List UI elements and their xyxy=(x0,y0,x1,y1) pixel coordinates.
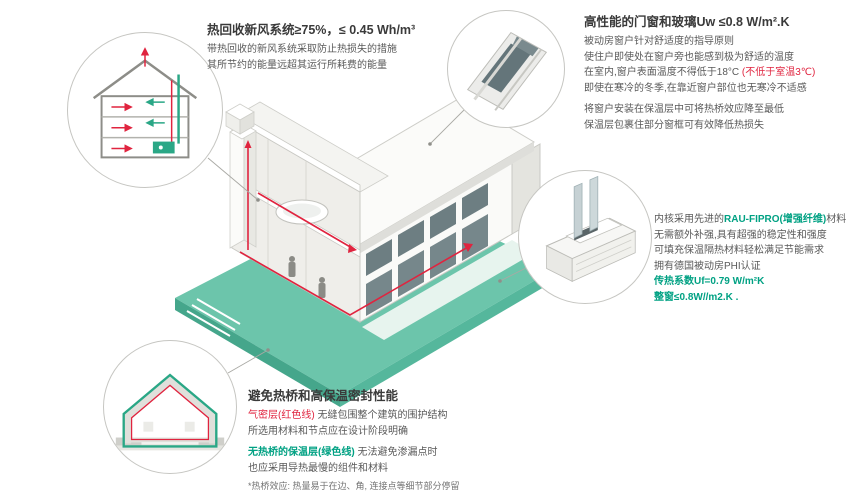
profile-panel-uf-value: 传热系数Uf=0.79 W/m²K xyxy=(654,276,765,287)
chimney-column xyxy=(225,103,257,249)
red-pipes xyxy=(239,140,473,316)
envelope-panel-line1: 气密层(红色线) 无缝包围整个建筑的围护结构 xyxy=(248,408,548,424)
profile-panel-line2: 无需额外补强,具有超强的稳定性和强度 xyxy=(654,229,827,241)
window-panel-line3: 在室内,窗户表面温度不得低于18°C (不低于室温3℃) xyxy=(584,65,860,81)
envelope-panel: 避免热桥和高保温密封性能 气密层(红色线) 无缝包围整个建筑的围护结构 所选用材… xyxy=(248,388,548,492)
window-panel-line5: 将窗户安装在保温层中可将热桥效应降至最低 xyxy=(584,104,784,116)
human-figures xyxy=(288,256,326,298)
insulated-envelope-cross-section-icon xyxy=(113,373,227,451)
hrv-panel: 热回收新风系统≥75%，≤ 0.45 Wh/m³ 带热回收的新风系统采取防止热损… xyxy=(207,22,465,73)
window-panel-line2: 使住户即使处在窗户旁也能感到极为舒适的温度 xyxy=(584,51,794,63)
envelope-panel-line3: 无热桥的保温层(绿色线) 无法避免渗漏点时 xyxy=(248,445,548,461)
envelope-panel-line3-text: 无法避免渗漏点时 xyxy=(354,447,438,459)
hrv-house-inset xyxy=(67,32,223,188)
window-corner-inset xyxy=(447,10,565,128)
envelope-panel-title: 避免热桥和高保温密封性能 xyxy=(248,389,399,403)
profile-panel-line1: 内核采用先进的RAU-FIPRO(增强纤维)材料 xyxy=(654,212,862,228)
envelope-panel-footnote: *热桥效应: 热量易于在边、角, 连接点等细节部分停留 xyxy=(248,481,460,492)
leader-lines xyxy=(207,109,527,374)
envelope-panel-line4: 也应采用导热最慢的组件和材料 xyxy=(248,462,388,474)
envelope-house-inset xyxy=(103,340,237,474)
envelope-panel-airtight-label: 气密层(红色线) xyxy=(248,410,315,422)
hrv-panel-line2: 其所节约的能量远超其运行所耗费的能量 xyxy=(207,59,387,71)
window-frame-profile-icon xyxy=(545,175,637,282)
profile-panel-line4: 拥有德国被动房PHI认证 xyxy=(654,260,761,272)
window-panel-line3-text: 在室内,窗户表面温度不得低于18°C xyxy=(584,67,742,79)
window-panel: 高性能的门窗和玻璃Uw ≤0.8 W/m².K 被动房窗户针对舒适度的指导原则 … xyxy=(584,14,860,133)
profile-panel-line3: 可填充保温隔热材料轻松满足节能需求 xyxy=(654,245,824,256)
envelope-panel-insulation-label: 无热桥的保温层(绿色线) xyxy=(248,447,355,459)
profile-panel-line1-text: 内核采用先进的 xyxy=(654,214,724,225)
hrv-panel-line1: 带热回收的新风系统采取防止热损失的措施 xyxy=(207,44,397,56)
window-panel-line1: 被动房窗户针对舒适度的指导原则 xyxy=(584,36,734,48)
window-profile-inset xyxy=(518,170,652,304)
hrv-house-cross-section-icon xyxy=(92,47,198,159)
hrv-panel-title: 热回收新风系统≥75%，≤ 0.45 Wh/m³ xyxy=(207,23,416,37)
profile-panel-material-name: RAU-FIPRO(增强纤维) xyxy=(724,214,827,225)
window-panel-line6: 保温层包裹住部分窗框可有效降低热损失 xyxy=(584,119,764,131)
window-panel-line3-highlight: (不低于室温3℃) xyxy=(741,67,816,79)
profile-panel-uw-value: 整窗≤0.8W//m2.K . xyxy=(654,291,739,303)
window-panel-title: 高性能的门窗和玻璃Uw ≤0.8 W/m².K xyxy=(584,15,790,29)
bathtub xyxy=(275,199,329,225)
envelope-panel-line2: 所选用材料和节点应在设计阶段明确 xyxy=(248,425,408,437)
profile-panel: 内核采用先进的RAU-FIPRO(增强纤维)材料 无需额外补强,具有超强的稳定性… xyxy=(654,212,862,305)
profile-panel-line1-suffix: 材料 xyxy=(826,214,847,225)
envelope-panel-line1-text: 无缝包围整个建筑的围护结构 xyxy=(314,410,448,422)
window-panel-line4: 即使在寒冷的冬季,在靠近窗户部位也无寒冷不适感 xyxy=(584,82,807,94)
window-corner-detail-icon xyxy=(466,31,548,111)
